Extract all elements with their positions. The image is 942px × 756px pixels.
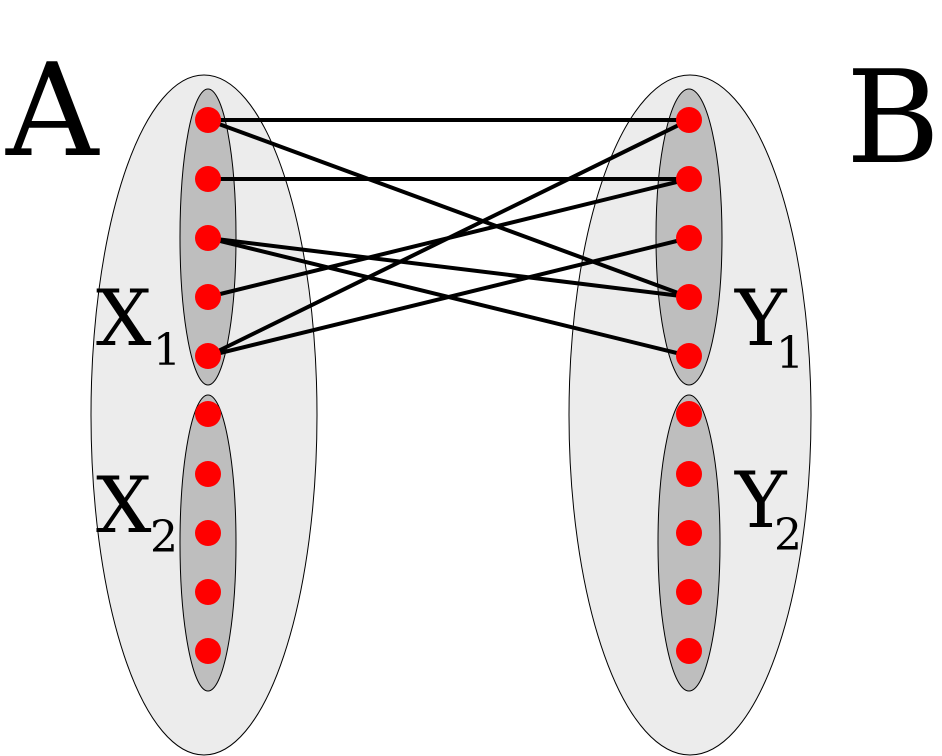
- vertex-Y2-2: [676, 461, 702, 487]
- label-B: B: [846, 44, 940, 193]
- vertices-layer: [195, 107, 702, 664]
- label-X2-subscript: 2: [150, 512, 178, 563]
- vertex-Y2-3: [676, 520, 702, 546]
- label-Y2: Y: [734, 456, 788, 546]
- label-Y1: Y: [734, 274, 788, 364]
- vertex-X2-4: [195, 579, 221, 605]
- vertex-Y1-1: [676, 107, 702, 133]
- edge-X1-3-to-Y1-4: [207, 236, 690, 299]
- vertex-Y1-3: [676, 225, 702, 251]
- label-X1: X: [96, 274, 152, 364]
- label-Y2-subscript: 2: [774, 510, 802, 561]
- vertex-X2-1: [195, 401, 221, 427]
- vertex-X2-2: [195, 461, 221, 487]
- vertex-X1-2: [195, 166, 221, 192]
- vertex-X1-4: [195, 284, 221, 310]
- edges-layer: [207, 118, 690, 358]
- vertex-Y2-1: [676, 401, 702, 427]
- vertex-Y2-4: [676, 579, 702, 605]
- vertex-X1-5: [195, 343, 221, 369]
- vertex-Y2-5: [676, 638, 702, 664]
- label-X2: X: [96, 461, 152, 551]
- vertex-Y1-5: [676, 343, 702, 369]
- edge-X1-5-to-Y1-1: [207, 118, 690, 358]
- vertex-X2-3: [195, 520, 221, 546]
- vertex-X2-5: [195, 638, 221, 664]
- label-Y1-subscript: 1: [776, 328, 804, 379]
- edge-X1-1-to-Y1-4: [207, 118, 690, 299]
- vertex-X1-1: [195, 107, 221, 133]
- edge-X1-5-to-Y1-3: [207, 236, 690, 358]
- vertex-X1-3: [195, 225, 221, 251]
- label-A: A: [5, 37, 100, 186]
- vertex-Y1-4: [676, 284, 702, 310]
- vertex-Y1-2: [676, 166, 702, 192]
- label-X1-subscript: 1: [153, 325, 181, 376]
